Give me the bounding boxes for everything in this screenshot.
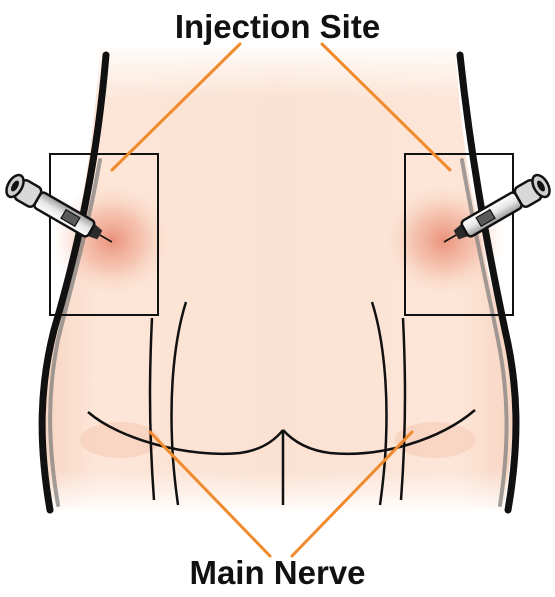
main-nerve-label: Main Nerve bbox=[0, 554, 555, 592]
injection-site-label: Injection Site bbox=[0, 8, 555, 46]
